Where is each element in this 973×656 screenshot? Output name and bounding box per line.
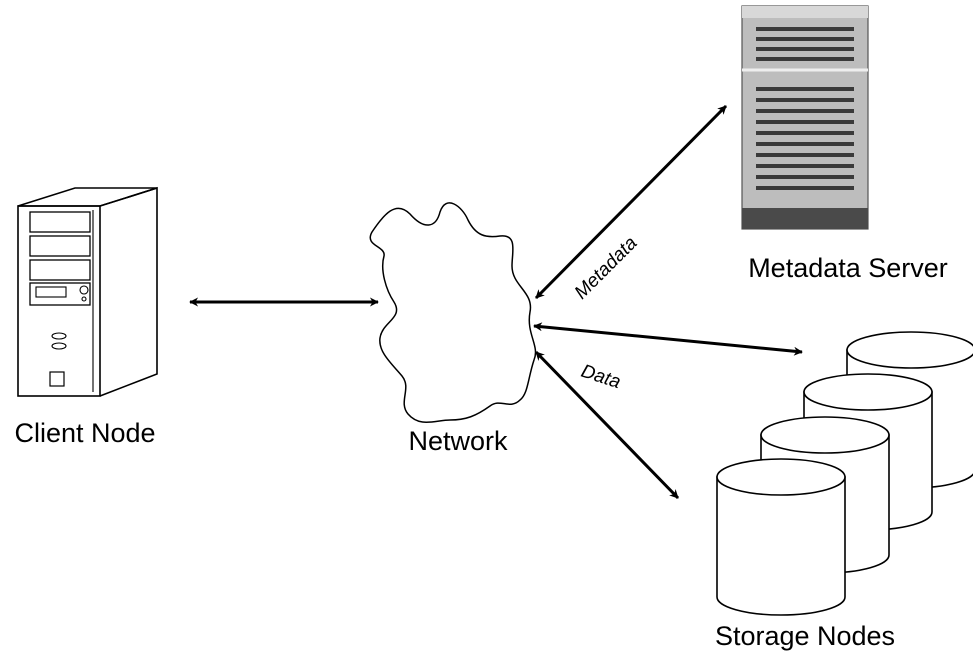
storage-nodes-icon	[716, 331, 973, 616]
data-arrow-lower	[534, 350, 680, 500]
storage-cylinder-1	[716, 458, 846, 616]
network-label: Network	[408, 426, 508, 456]
data-link-label: Data	[578, 361, 623, 393]
metadata-server-label: Metadata Server	[748, 253, 948, 283]
metadata-server-icon	[741, 5, 869, 230]
client-node-label: Client Node	[14, 418, 155, 448]
data-arrow-upper	[533, 322, 803, 356]
metadata-link-label: Metadata	[571, 233, 642, 304]
metadata-arrow	[534, 104, 728, 300]
network-cloud-icon	[369, 202, 537, 423]
storage-nodes-label: Storage Nodes	[715, 621, 895, 651]
client-computer-icon	[17, 186, 158, 397]
